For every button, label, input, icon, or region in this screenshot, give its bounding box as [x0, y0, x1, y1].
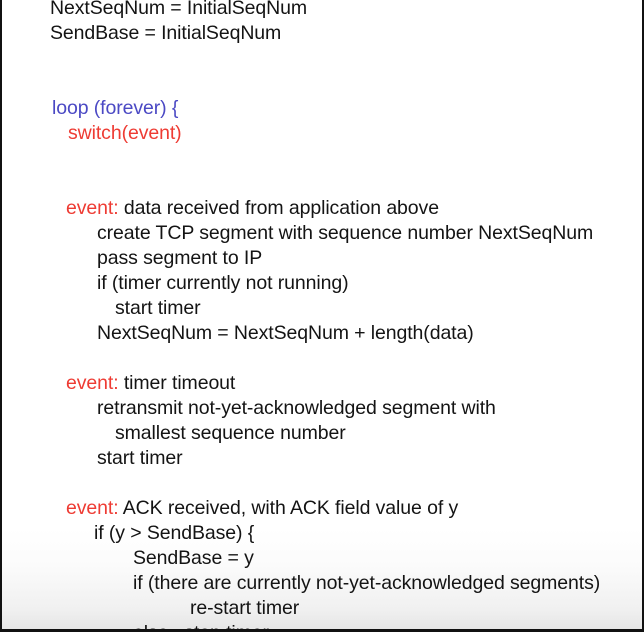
code-text: SendBase = y [133, 547, 254, 569]
code-line: event: ACK received, with ACK field valu… [2, 496, 642, 521]
code-line: pass segment to IP [2, 246, 642, 271]
code-text: create TCP segment with sequence number … [97, 222, 594, 244]
code-line: if (y > SendBase) { [2, 521, 642, 546]
code-blank-line [2, 146, 642, 171]
code-line: if (timer currently not running) [2, 271, 642, 296]
code-line: create TCP segment with sequence number … [2, 221, 642, 246]
code-text: else stop timer [133, 622, 269, 629]
code-line: event: timer timeout [2, 371, 642, 396]
code-blank-line [2, 346, 642, 371]
code-blank-line [2, 46, 642, 71]
code-text: NextSeqNum = NextSeqNum + length(data) [97, 322, 474, 344]
code-text: NextSeqNum = InitialSeqNum [50, 0, 307, 19]
code-line: NextSeqNum = InitialSeqNum [2, 0, 642, 21]
code-line: smallest sequence number [2, 421, 642, 446]
cut-off-bottom-line: } /* end of loop forever */ [2, 627, 642, 629]
code-line: else stop timer [2, 621, 642, 629]
code-line: switch(event) [2, 121, 642, 146]
code-blank-line [2, 171, 642, 196]
code-line: start timer [2, 446, 642, 471]
code-keyword: switch(event) [68, 122, 182, 144]
event-keyword: event: [66, 197, 119, 219]
code-line: event: data received from application ab… [2, 196, 642, 221]
code-line: re-start timer [2, 596, 642, 621]
cut-off-bottom-line-text: } /* end of loop forever */ [2, 627, 642, 629]
code-line: SendBase = InitialSeqNum [2, 21, 642, 46]
code-text: retransmit not-yet-acknowledged segment … [97, 397, 496, 419]
event-description: data received from application above [118, 197, 439, 219]
code-line: start timer [2, 296, 642, 321]
code-line: NextSeqNum = NextSeqNum + length(data) [2, 321, 642, 346]
code-line: retransmit not-yet-acknowledged segment … [2, 396, 642, 421]
event-description: ACK received, with ACK field value of y [118, 497, 459, 519]
event-description: timer timeout [118, 372, 236, 394]
code-text: re-start timer [190, 597, 300, 619]
code-text: if (timer currently not running) [97, 272, 349, 294]
code-text: start timer [115, 297, 201, 319]
code-blank-line [2, 71, 642, 96]
code-text: if (y > SendBase) { [94, 522, 255, 544]
event-keyword: event: [66, 372, 119, 394]
code-keyword: loop (forever) { [52, 97, 179, 119]
code-line: if (there are currently not-yet-acknowle… [2, 571, 642, 596]
code-blank-line [2, 471, 642, 496]
code-text: start timer [97, 447, 183, 469]
event-keyword: event: [66, 497, 119, 519]
code-line: loop (forever) { [2, 96, 642, 121]
code-text: if (there are currently not-yet-acknowle… [133, 572, 601, 594]
code-text: pass segment to IP [97, 247, 263, 269]
code-text: SendBase = InitialSeqNum [50, 22, 282, 44]
code-text: smallest sequence number [115, 422, 346, 444]
code-line: SendBase = y [2, 546, 642, 571]
